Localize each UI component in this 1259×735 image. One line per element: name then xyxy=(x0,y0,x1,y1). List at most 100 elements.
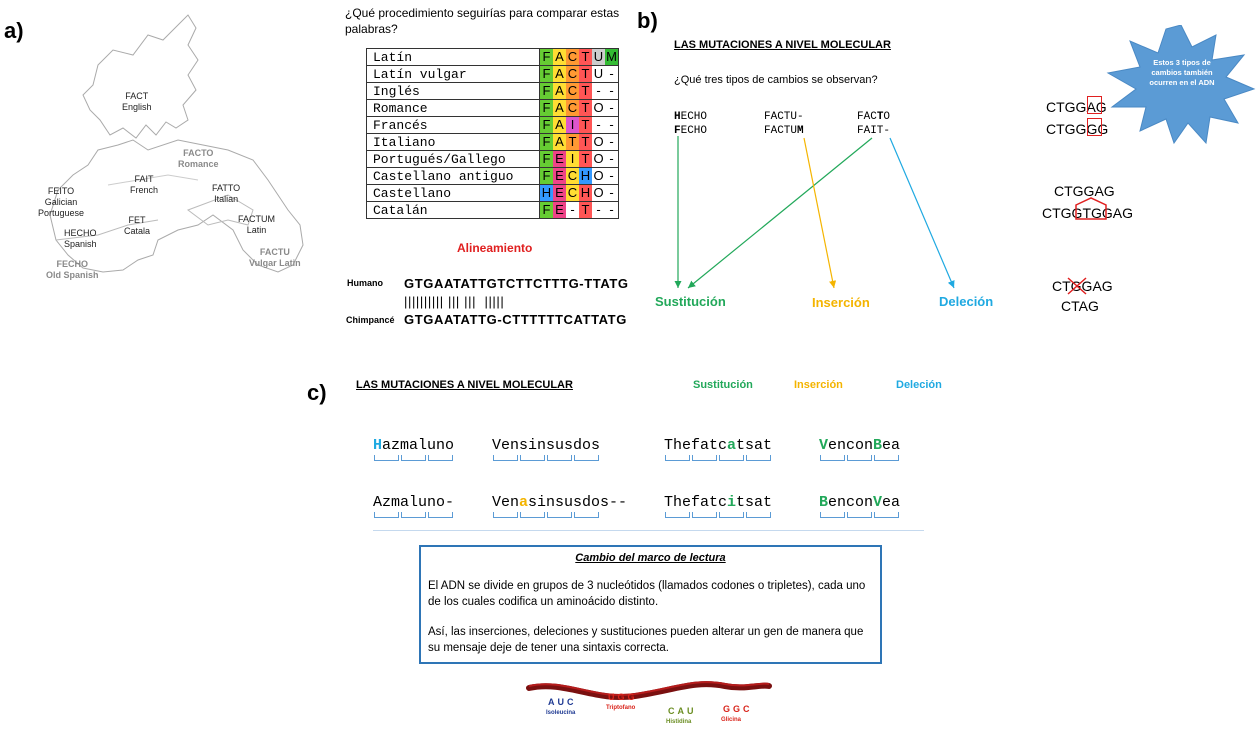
human-sequence: GTGAATATTGTCTTCTTTG-TTATG xyxy=(404,276,629,291)
rna-codon-letters: GGC xyxy=(723,704,753,714)
aligned-letter: H xyxy=(579,185,592,201)
aligned-letter: O xyxy=(593,185,604,200)
codon-bracket xyxy=(520,455,545,461)
reading-frame-box: Cambio del marco de lectura El ADN se di… xyxy=(419,545,882,664)
codon-bracket xyxy=(847,512,872,518)
aligned-letter: F xyxy=(540,202,553,218)
amino-acid-name: Glicina xyxy=(721,717,742,723)
aligned-letter: A xyxy=(553,134,566,150)
aligned-letter: T xyxy=(579,202,592,218)
ins-highlight xyxy=(1075,197,1107,220)
codon-bracket xyxy=(574,455,599,461)
pair-factu: FACTU- FACTUM xyxy=(764,111,804,137)
codon-bracket xyxy=(493,455,518,461)
codon-bracket xyxy=(547,512,572,518)
codon-bracket xyxy=(692,512,717,518)
aligned-letter: T xyxy=(579,66,592,82)
aligned-letter: - xyxy=(609,168,614,183)
amino-acid-name: Isoleucina xyxy=(546,710,576,716)
chimp-sequence: GTGAATATTG-CTTTTTTCATTATG xyxy=(404,312,627,327)
rna-strip xyxy=(526,681,772,700)
del-cross xyxy=(1067,277,1087,295)
word-benconvea: BenconVea xyxy=(819,494,901,511)
aligned-letter: O xyxy=(593,134,604,149)
aligned-letter: - xyxy=(570,202,575,217)
label-delecion-c: Deleción xyxy=(896,379,942,391)
codon-bracket xyxy=(574,512,599,518)
codon-bracket xyxy=(874,512,899,518)
alineamiento-label: Alineamiento xyxy=(457,241,533,255)
language-name: Latín xyxy=(366,48,540,66)
aligned-letter: E xyxy=(553,202,566,218)
language-name: Castellano xyxy=(366,184,540,202)
aligned-letter: C xyxy=(566,168,579,184)
aligned-letter: T xyxy=(579,83,592,99)
amino-acid-name: Triptofano xyxy=(606,705,636,711)
aligned-letter: - xyxy=(596,83,601,98)
codon-bracket xyxy=(401,455,426,461)
dna-sub-example: CTGGAG CTGGGG xyxy=(1046,99,1109,137)
language-name: Italiano xyxy=(366,133,540,151)
sub-highlight-bottom xyxy=(1087,118,1102,136)
language-name: Francés xyxy=(366,116,540,134)
language-name: Castellano antiguo xyxy=(366,167,540,185)
amino-acid-name: Histidina xyxy=(666,719,692,725)
aligned-letter: M xyxy=(605,49,618,65)
label-sustitucion-b: Sustitución xyxy=(655,294,726,309)
arrow-ins xyxy=(803,137,837,289)
aligned-letter: - xyxy=(609,117,614,132)
dna-del-top: CTGGAG xyxy=(1052,278,1113,294)
aligned-letter: - xyxy=(609,185,614,200)
aligned-letter: C xyxy=(566,185,579,201)
human-label: Humano xyxy=(347,278,383,288)
aligned-letter: - xyxy=(609,151,614,166)
aligned-letter: T xyxy=(579,134,592,150)
word-vensinsusdos: Vensinsusdos xyxy=(492,437,601,454)
aligned-letter: T xyxy=(579,49,592,65)
pair-hecho: HECHO FECHO xyxy=(674,111,708,137)
aligned-letter: - xyxy=(609,202,614,217)
dna-ins-bottom: CTGGTGGAG xyxy=(1042,205,1133,221)
starburst-shape xyxy=(1106,25,1256,145)
aligned-letter: F xyxy=(540,83,553,99)
word-hazmaluno: Hazmaluno xyxy=(373,437,455,454)
codon-bracket xyxy=(374,455,399,461)
aligned-letter: F xyxy=(540,168,553,184)
label-sustitucion-c: Sustitución xyxy=(693,379,753,391)
aligned-letter: - xyxy=(596,117,601,132)
codon-bracket xyxy=(874,455,899,461)
aligned-letter: C xyxy=(566,83,579,99)
comparison-question: ¿Qué procedimiento seguirías para compar… xyxy=(345,6,620,36)
codon-bracket xyxy=(428,455,453,461)
dna-del-bottom: CTAG xyxy=(1061,298,1099,314)
divider-line xyxy=(373,530,924,531)
codon-bracket xyxy=(719,512,744,518)
codon-bracket xyxy=(820,512,845,518)
codon-bracket xyxy=(493,512,518,518)
aligned-letter: C xyxy=(566,100,579,116)
aligned-letter: A xyxy=(553,100,566,116)
codon-bracket xyxy=(374,512,399,518)
panel-c-label: c) xyxy=(307,380,327,405)
codon-bracket xyxy=(401,512,426,518)
aligned-letter: U xyxy=(592,49,605,65)
rna-codon-letters: UGG xyxy=(608,692,638,702)
aligned-letter: F xyxy=(540,117,553,133)
